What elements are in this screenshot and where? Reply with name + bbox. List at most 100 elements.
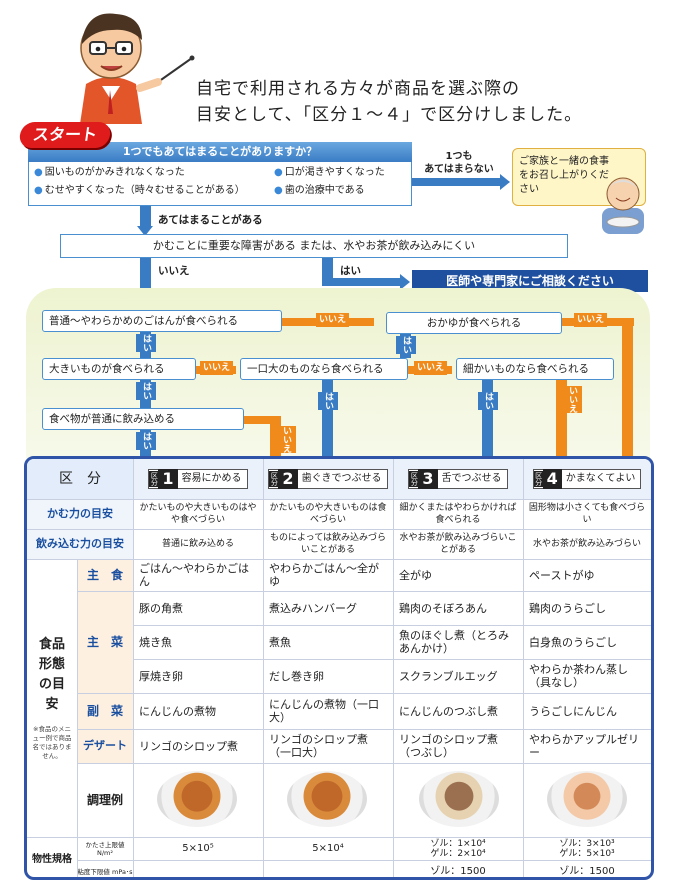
- swallow-label: 飲み込む力の目安: [27, 529, 133, 559]
- food-cell: 焼き魚: [139, 635, 172, 649]
- food-cell: 厚焼き卵: [139, 669, 183, 683]
- food-form-group: 食品形態の目安 ※食品のメニュー例で商品名ではありません。: [27, 559, 77, 837]
- grid-line: [77, 559, 78, 877]
- grid-line: [27, 559, 651, 560]
- match-label: あてはまることがある: [158, 214, 263, 226]
- food-cell: リンゴのシロップ煮: [139, 739, 238, 753]
- flow-arrow-to-cat3: [482, 380, 493, 464]
- row-label-main: 主 菜: [77, 591, 133, 693]
- question-item: 口が渇きやすくなった: [274, 166, 385, 180]
- row-label-dessert: デザート: [77, 729, 133, 763]
- elderly-person-illustration: [602, 177, 644, 234]
- menu-note: ※食品のメニュー例で商品名ではありません。: [32, 725, 72, 760]
- food-cell: だし巻き卵: [269, 669, 324, 683]
- dish-photo-2: [287, 771, 367, 827]
- dish-photo-4: [547, 771, 627, 827]
- flow-no-tag: いいえ: [562, 386, 582, 413]
- food-cell: リンゴのシロップ煮（一口大）: [269, 733, 368, 759]
- food-cell: にんじんの煮物（一口大）: [269, 698, 379, 724]
- hardness-value: ゾル：1×10⁴ ゲル：2×10⁴: [430, 838, 486, 859]
- dish-photo-3: [419, 771, 499, 827]
- category-3-num: 3: [418, 469, 438, 489]
- food-cell: リンゴのシロップ煮（つぶし）: [399, 733, 498, 759]
- flow-yes-tag: はい: [136, 382, 156, 400]
- question-item: 固いものがかみきれなくなった: [34, 166, 185, 180]
- row-label-side: 副 菜: [77, 693, 133, 729]
- flow-yes-tag: はい: [318, 392, 338, 410]
- teacher-mascot-illustration: [80, 13, 195, 124]
- chew-cell: かたいものや大きいものは食べづらい: [269, 503, 387, 525]
- food-cell: ペーストがゆ: [529, 568, 595, 582]
- food-cell: やわらかごはん～全がゆ: [269, 562, 379, 588]
- flow-no-tag: いいえ: [200, 361, 234, 375]
- category-1-num: 1: [158, 469, 178, 489]
- flow-no-tag: いいえ: [574, 313, 608, 327]
- category-4-name: かまなくてよい: [565, 473, 636, 484]
- yes-arrow-head: [400, 274, 410, 290]
- flow-arrow-to-cat4-b: [622, 318, 633, 464]
- food-cell: 魚のほぐし煮（とろみあんかけ）: [399, 629, 509, 655]
- flow-yes-tag: はい: [396, 336, 416, 354]
- category-2-num: 2: [278, 469, 298, 489]
- grid-line: [77, 860, 651, 861]
- no-match-label-2: あてはまらない: [424, 164, 494, 175]
- food-cell: 煮込みハンバーグ: [269, 601, 357, 615]
- grid-line: [27, 837, 651, 838]
- chew-cell: かたいものや大きいものはやや食べづらい: [139, 503, 257, 525]
- flow-no-tag: いいえ: [414, 361, 448, 375]
- flow-node-bite-size: 一口大のものなら食べられる: [240, 358, 408, 380]
- flow-arrow-to-cat2-yes: [322, 380, 333, 464]
- match-arrow: [140, 206, 151, 228]
- swallow-cell: ものによっては飲み込みづらいことがある: [269, 533, 387, 555]
- category-header: 区 分: [27, 459, 133, 499]
- grid-line: [133, 625, 651, 626]
- grid-line: [393, 459, 394, 877]
- viscosity-value: ゾル：1500: [559, 865, 615, 877]
- flow-node-finely-cut: 細かいものなら食べられる: [456, 358, 614, 380]
- food-cell: 全がゆ: [399, 568, 432, 582]
- flow-yes-tag: はい: [136, 432, 156, 450]
- hardness-value: 5×10⁵: [182, 842, 214, 854]
- hardness-value: ゾル：3×10³ ゲル：5×10³: [559, 838, 615, 859]
- no-match-label-1: 1つも: [445, 151, 473, 162]
- grid-line: [523, 459, 524, 877]
- flow-arrow-to-cat4-a: [556, 380, 567, 464]
- grid-line: [77, 763, 651, 764]
- intro-line-2: 目安として、「区分１～４」で区分けしました。: [196, 105, 583, 125]
- viscosity-value: ゾル：1500: [430, 865, 486, 877]
- food-cell: 豚の角煮: [139, 601, 183, 615]
- food-form-label: 食品形態の目安: [38, 637, 65, 712]
- grid-line: [27, 529, 651, 530]
- grid-line: [263, 459, 264, 877]
- swallow-cell: 水やお茶が飲み込みづらいことがある: [399, 533, 517, 555]
- dish-photo-1: [157, 771, 237, 827]
- grid-line: [27, 499, 651, 500]
- row-label-staple: 主 食: [77, 559, 133, 591]
- family-meal-text: ご家族と一緒の食事をお召し上がりください: [519, 156, 609, 195]
- flow-no-tag: いいえ: [316, 313, 350, 327]
- yes-arrow: [322, 258, 333, 282]
- flow-node-porridge: おかゆが食べられる: [386, 312, 562, 334]
- flow-yes-tag: はい: [478, 392, 498, 410]
- category-2-name: 歯ぐきでつぶせる: [301, 473, 382, 484]
- category-1-name: 容易にかめる: [181, 473, 242, 484]
- food-cell: うらごしにんじん: [529, 704, 617, 718]
- food-cell: ごはん～やわらかごはん: [139, 562, 249, 588]
- food-cell: にんじんのつぶし煮: [399, 704, 498, 718]
- flow-yes-tag: はい: [136, 334, 156, 352]
- flow-arrow-to-cat2: [270, 416, 281, 464]
- swallow-cell: 水やお茶が飲み込みづらい: [532, 539, 641, 549]
- condition-box: かむことに重要な障害がある または、水やお茶が飲み込みにくい: [60, 234, 568, 258]
- intro-line-1: 自宅で利用される方々が商品を選ぶ際の: [196, 79, 520, 99]
- food-cell: にんじんの煮物: [139, 704, 216, 718]
- grid-line: [77, 693, 651, 694]
- flow-node-regular-rice: 普通～やわらかめのごはんが食べられる: [42, 310, 282, 332]
- food-cell: スクランブルエッグ: [399, 669, 498, 683]
- food-cell: やわらか茶わん蒸し（具なし）: [529, 663, 628, 689]
- category-3-name: 舌でつぶせる: [441, 473, 502, 484]
- flow-no-tag: いいえ: [276, 426, 296, 453]
